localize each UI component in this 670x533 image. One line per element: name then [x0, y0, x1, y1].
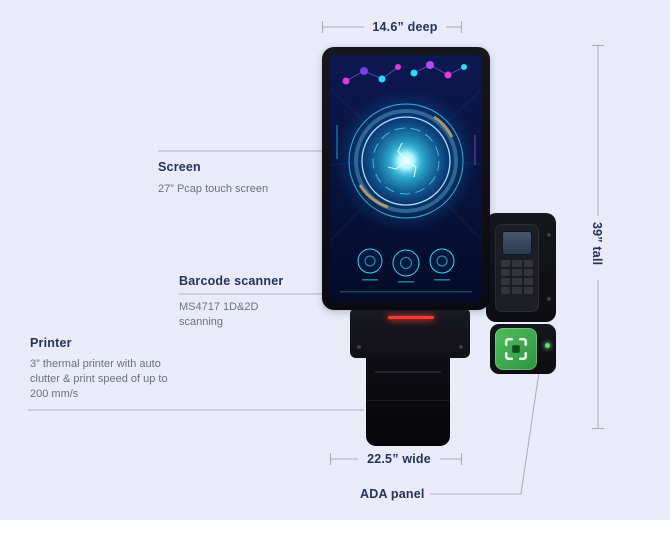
keypad-key: [523, 287, 533, 294]
kiosk-display: [330, 55, 482, 302]
printer-unit: [366, 356, 450, 446]
keypad-key: [512, 287, 522, 294]
height-dimension-line: [592, 44, 604, 430]
printer-callout-desc: 3” thermal printer with auto clutter & p…: [30, 358, 168, 400]
barcode-callout-title: Barcode scanner: [179, 274, 284, 288]
printer-callout: Printer 3” thermal printer with auto clu…: [30, 336, 168, 402]
printer-paper-slot: [375, 371, 441, 373]
height-dimension-label: 39” tall: [590, 222, 604, 266]
ada-panel-pad: [495, 328, 537, 370]
pinpad-screen: [502, 231, 532, 255]
screen-graphic: [330, 55, 482, 302]
width-dimension-label: 22.5” wide: [367, 452, 431, 466]
keypad-key: [501, 260, 511, 267]
screw-icon: [459, 345, 463, 349]
screw-icon: [547, 233, 551, 237]
ada-callout-line: [430, 371, 540, 495]
kiosk-screen: [322, 47, 490, 310]
screen-callout: Screen 27” Pcap touch screen: [158, 160, 268, 197]
status-led: [545, 343, 550, 348]
keypad-key: [523, 278, 533, 285]
keypad-key: [501, 287, 511, 294]
keypad-key: [523, 269, 533, 276]
keypad-key: [501, 269, 511, 276]
printer-seam: [366, 400, 450, 401]
screen-callout-desc: 27” Pcap touch screen: [158, 183, 269, 195]
page-edge: [0, 520, 670, 533]
ada-panel-housing: [490, 324, 556, 374]
payment-terminal: [486, 213, 556, 322]
qr-scan-icon: [504, 337, 528, 361]
keypad-key: [512, 278, 522, 285]
keypad-key: [512, 260, 522, 267]
keypad-key: [523, 260, 533, 267]
keypad-key: [501, 278, 511, 285]
keypad-key: [512, 269, 522, 276]
depth-dimension-line: [321, 21, 463, 33]
screw-icon: [547, 297, 551, 301]
screen-callout-title: Screen: [158, 160, 201, 174]
scanner-beam: [388, 316, 434, 319]
barcode-scanner-callout: Barcode scanner MS4717 1D&2D scanning: [179, 274, 291, 330]
pinpad-device: [495, 224, 539, 312]
barcode-callout-desc: MS4717 1D&2D scanning: [179, 301, 259, 328]
depth-dimension-label: 14.6” deep: [372, 20, 438, 34]
ada-panel-label: ADA panel: [360, 487, 425, 501]
printer-callout-title: Printer: [30, 336, 72, 350]
width-dimension-line: [329, 453, 463, 465]
screw-icon: [357, 345, 361, 349]
barcode-scanner-housing: [350, 308, 470, 358]
pinpad-keypad: [501, 260, 533, 294]
